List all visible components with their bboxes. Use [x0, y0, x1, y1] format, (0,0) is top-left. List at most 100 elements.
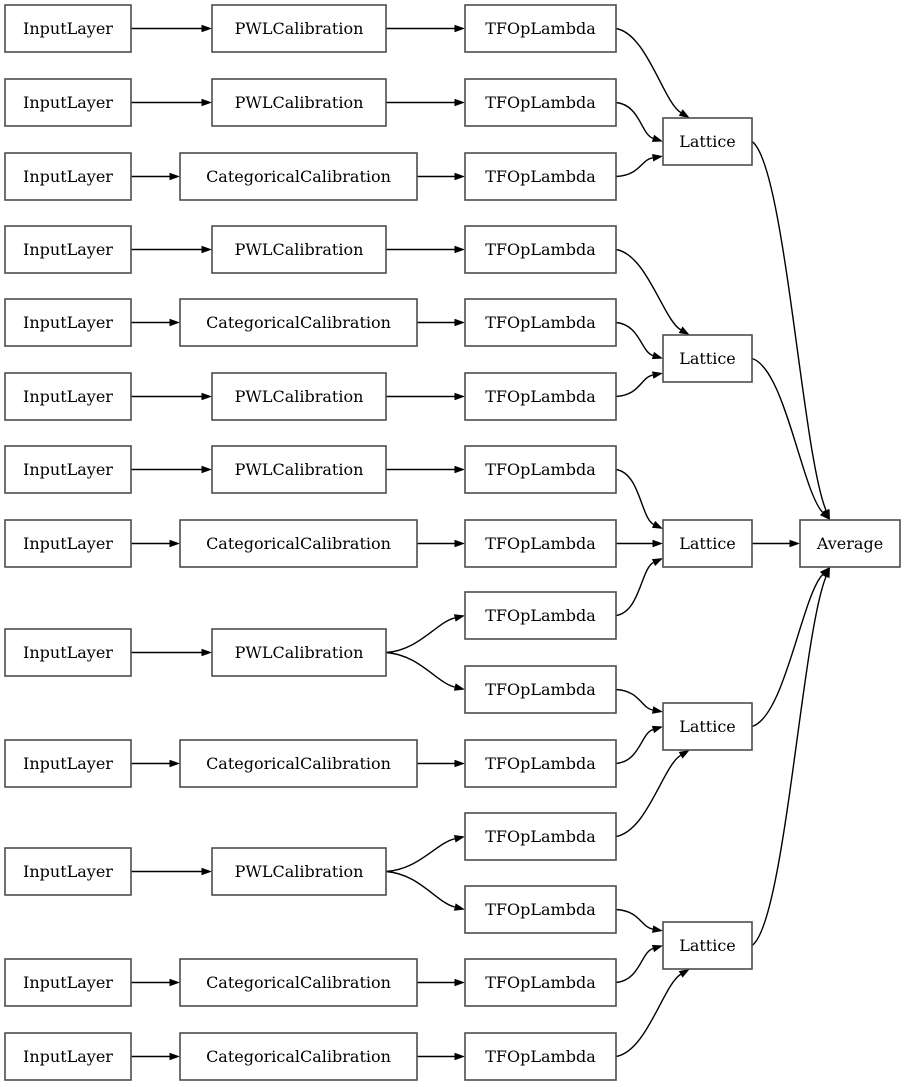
- node-op12[interactable]: TFOpLambda: [464, 812, 617, 861]
- node-box-op8[interactable]: [464, 519, 617, 568]
- node-box-cal1[interactable]: [211, 4, 387, 53]
- node-cal8[interactable]: CategoricalCalibration: [179, 519, 418, 568]
- node-box-in9[interactable]: [4, 628, 132, 677]
- node-cal3[interactable]: CategoricalCalibration: [179, 152, 418, 201]
- node-lat2[interactable]: Lattice: [662, 334, 753, 383]
- node-lat3[interactable]: Lattice: [662, 519, 753, 568]
- node-box-cal10[interactable]: [179, 739, 418, 788]
- node-box-cal9[interactable]: [211, 628, 387, 677]
- node-box-in6[interactable]: [4, 372, 132, 421]
- node-box-in5[interactable]: [4, 298, 132, 347]
- arrow-head: [454, 24, 465, 33]
- node-cal11[interactable]: PWLCalibration: [211, 847, 387, 896]
- node-box-in4[interactable]: [4, 225, 132, 274]
- node-box-op1[interactable]: [464, 4, 617, 53]
- node-box-avg[interactable]: [799, 519, 901, 568]
- node-in2[interactable]: InputLayer: [4, 78, 132, 127]
- node-lat4[interactable]: Lattice: [662, 702, 753, 751]
- node-cal5[interactable]: CategoricalCalibration: [179, 298, 418, 347]
- node-box-op6[interactable]: [464, 372, 617, 421]
- edge-lat2-to-avg: [751, 357, 830, 520]
- node-box-cal6[interactable]: [211, 372, 387, 421]
- node-cal12[interactable]: CategoricalCalibration: [179, 958, 418, 1007]
- node-in13[interactable]: InputLayer: [4, 1032, 132, 1081]
- node-box-cal5[interactable]: [179, 298, 418, 347]
- node-box-op9[interactable]: [464, 591, 617, 640]
- node-box-in8[interactable]: [4, 519, 132, 568]
- node-in7[interactable]: InputLayer: [4, 445, 132, 494]
- node-box-lat3[interactable]: [662, 519, 753, 568]
- node-cal13[interactable]: CategoricalCalibration: [179, 1032, 418, 1081]
- node-box-in12[interactable]: [4, 958, 132, 1007]
- node-in5[interactable]: InputLayer: [4, 298, 132, 347]
- node-in12[interactable]: InputLayer: [4, 958, 132, 1007]
- node-box-op15[interactable]: [464, 1032, 617, 1081]
- node-op13[interactable]: TFOpLambda: [464, 885, 617, 934]
- node-op6[interactable]: TFOpLambda: [464, 372, 617, 421]
- node-box-in11[interactable]: [4, 847, 132, 896]
- node-box-in3[interactable]: [4, 152, 132, 201]
- edge-cal13-to-op15: [417, 1052, 465, 1061]
- node-cal10[interactable]: CategoricalCalibration: [179, 739, 418, 788]
- node-box-in2[interactable]: [4, 78, 132, 127]
- node-op4[interactable]: TFOpLambda: [464, 225, 617, 274]
- node-op11[interactable]: TFOpLambda: [464, 739, 617, 788]
- node-box-cal11[interactable]: [211, 847, 387, 896]
- edge-op12-to-lat4: [615, 750, 690, 838]
- node-in3[interactable]: InputLayer: [4, 152, 132, 201]
- node-box-cal2[interactable]: [211, 78, 387, 127]
- node-box-in7[interactable]: [4, 445, 132, 494]
- node-box-cal8[interactable]: [179, 519, 418, 568]
- node-in10[interactable]: InputLayer: [4, 739, 132, 788]
- node-box-op12[interactable]: [464, 812, 617, 861]
- node-cal9[interactable]: PWLCalibration: [211, 628, 387, 677]
- node-op15[interactable]: TFOpLambda: [464, 1032, 617, 1081]
- node-avg[interactable]: Average: [799, 519, 901, 568]
- node-box-op2[interactable]: [464, 78, 617, 127]
- node-box-op7[interactable]: [464, 445, 617, 494]
- node-box-lat4[interactable]: [662, 702, 753, 751]
- node-op14[interactable]: TFOpLambda: [464, 958, 617, 1007]
- node-box-lat1[interactable]: [662, 117, 753, 166]
- edge-cal8-to-op8: [417, 539, 465, 548]
- node-box-op5[interactable]: [464, 298, 617, 347]
- arrow-head: [651, 558, 663, 566]
- node-op10[interactable]: TFOpLambda: [464, 665, 617, 714]
- node-op9[interactable]: TFOpLambda: [464, 591, 617, 640]
- node-op8[interactable]: TFOpLambda: [464, 519, 617, 568]
- node-box-cal3[interactable]: [179, 152, 418, 201]
- node-box-in13[interactable]: [4, 1032, 132, 1081]
- node-in11[interactable]: InputLayer: [4, 847, 132, 896]
- node-box-op10[interactable]: [464, 665, 617, 714]
- node-box-lat5[interactable]: [662, 921, 753, 970]
- node-op1[interactable]: TFOpLambda: [464, 4, 617, 53]
- node-lat1[interactable]: Lattice: [662, 117, 753, 166]
- node-cal4[interactable]: PWLCalibration: [211, 225, 387, 274]
- node-op3[interactable]: TFOpLambda: [464, 152, 617, 201]
- node-cal6[interactable]: PWLCalibration: [211, 372, 387, 421]
- node-box-lat2[interactable]: [662, 334, 753, 383]
- node-box-in10[interactable]: [4, 739, 132, 788]
- node-box-op4[interactable]: [464, 225, 617, 274]
- node-box-op14[interactable]: [464, 958, 617, 1007]
- node-op5[interactable]: TFOpLambda: [464, 298, 617, 347]
- node-in6[interactable]: InputLayer: [4, 372, 132, 421]
- node-in4[interactable]: InputLayer: [4, 225, 132, 274]
- node-op7[interactable]: TFOpLambda: [464, 445, 617, 494]
- node-in9[interactable]: InputLayer: [4, 628, 132, 677]
- node-in1[interactable]: InputLayer: [4, 4, 132, 53]
- node-box-in1[interactable]: [4, 4, 132, 53]
- node-in8[interactable]: InputLayer: [4, 519, 132, 568]
- node-box-op11[interactable]: [464, 739, 617, 788]
- node-box-op13[interactable]: [464, 885, 617, 934]
- node-op2[interactable]: TFOpLambda: [464, 78, 617, 127]
- node-box-cal4[interactable]: [211, 225, 387, 274]
- node-cal1[interactable]: PWLCalibration: [211, 4, 387, 53]
- node-box-cal7[interactable]: [211, 445, 387, 494]
- node-cal2[interactable]: PWLCalibration: [211, 78, 387, 127]
- node-lat5[interactable]: Lattice: [662, 921, 753, 970]
- node-box-op3[interactable]: [464, 152, 617, 201]
- node-box-cal12[interactable]: [179, 958, 418, 1007]
- node-cal7[interactable]: PWLCalibration: [211, 445, 387, 494]
- node-box-cal13[interactable]: [179, 1032, 418, 1081]
